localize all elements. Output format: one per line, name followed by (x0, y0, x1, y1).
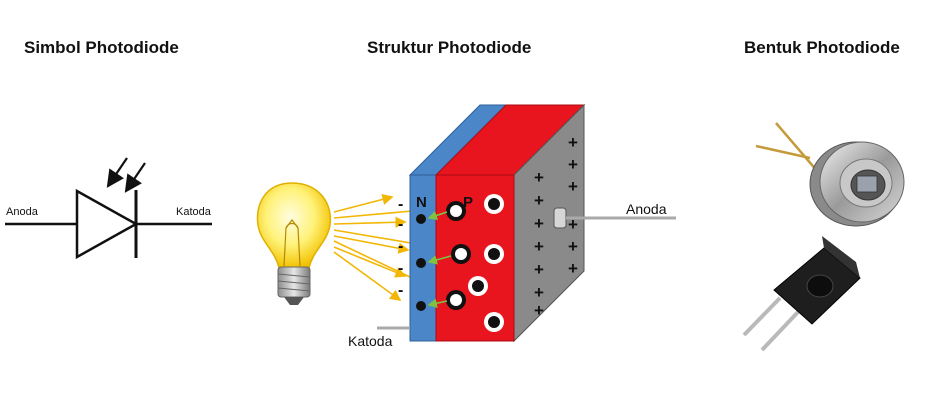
structure-cathode-label: Katoda (348, 333, 393, 349)
svg-text:+: + (534, 168, 544, 187)
n-label: N (416, 194, 427, 211)
svg-text:-: - (398, 238, 403, 255)
svg-text:+: + (534, 191, 544, 210)
structure-title: Struktur Photodiode (367, 38, 532, 57)
svg-text:+: + (534, 260, 544, 279)
svg-text:+: + (534, 283, 544, 302)
holes (446, 194, 504, 332)
light-arrow-icon (106, 157, 128, 188)
photodiode-structure: N P - - - - - (348, 103, 676, 349)
svg-text:-: - (398, 216, 403, 233)
svg-text:+: + (568, 155, 578, 174)
p-label: P (463, 194, 473, 211)
diode-symbol: Anoda Katoda (5, 157, 212, 260)
svg-text:+: + (534, 237, 544, 256)
svg-text:-: - (398, 282, 403, 299)
svg-text:+: + (534, 214, 544, 233)
svg-text:-: - (398, 260, 403, 277)
minus-signs: - - - - - (398, 196, 403, 299)
svg-text:+: + (568, 237, 578, 256)
svg-text:+: + (568, 177, 578, 196)
anode-contact (553, 207, 567, 229)
light-arrow-icon (124, 162, 146, 193)
plus-signs: + + + + + + + + + + + + + (534, 133, 578, 320)
svg-text:-: - (398, 196, 403, 213)
diode-triangle (75, 188, 139, 260)
svg-text:+: + (568, 215, 578, 234)
light-bulb-icon (256, 182, 332, 305)
svg-text:+: + (568, 133, 578, 152)
structure-anode-label: Anoda (626, 201, 667, 217)
svg-text:+: + (568, 259, 578, 278)
light-arrows-icon (333, 193, 454, 301)
electrons (416, 214, 426, 311)
symbol-title: Simbol Photodiode (24, 38, 179, 57)
symbol-cathode-label: Katoda (176, 206, 212, 218)
shape-title: Bentuk Photodiode (744, 38, 900, 57)
svg-text:+: + (534, 301, 544, 320)
carrier-arrows (427, 210, 452, 308)
photodiode-dark-package-icon (742, 236, 861, 352)
symbol-anode-label: Anoda (6, 206, 39, 218)
photodiode-can-icon (755, 122, 905, 227)
